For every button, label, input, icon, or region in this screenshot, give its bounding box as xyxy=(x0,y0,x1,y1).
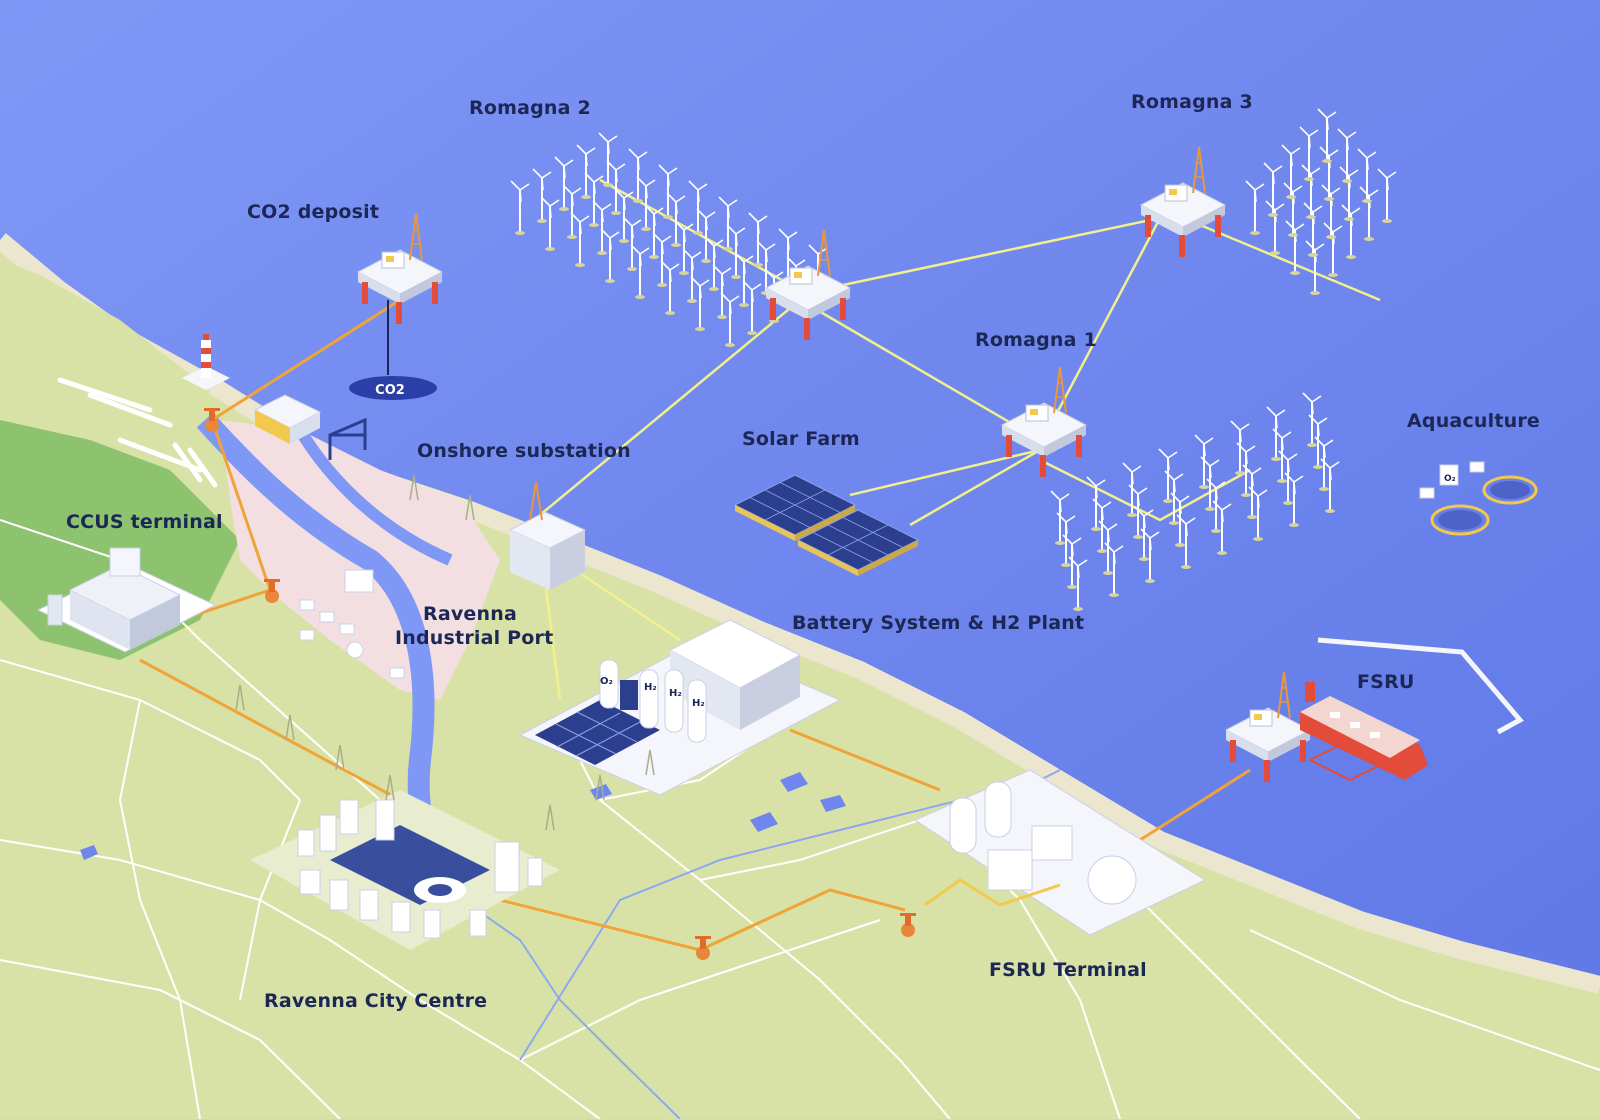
port-warehouse xyxy=(253,394,322,444)
north-spit xyxy=(0,260,210,420)
ravenna-city-centre-buildings xyxy=(250,790,560,950)
ponds xyxy=(80,772,846,860)
port-facilities xyxy=(299,569,405,679)
tank-mark-h2: H₂ xyxy=(692,698,705,709)
label-romagna-3: Romagna 3 xyxy=(1131,91,1253,113)
canal-branch xyxy=(294,426,453,566)
label-romagna-2: Romagna 2 xyxy=(469,97,591,119)
aquaculture-pens: O₂ xyxy=(1419,461,1538,536)
co2-reservoir xyxy=(349,376,437,400)
transmission-towers xyxy=(235,474,655,831)
battery-h2-plant: O₂ H₂ H₂ H₂ xyxy=(518,619,842,796)
aquaculture-mark: O₂ xyxy=(1444,474,1456,484)
label-romagna-1: Romagna 1 xyxy=(975,329,1097,351)
co2-badge: CO2 xyxy=(375,383,405,398)
label-ccus-terminal: CCUS terminal xyxy=(66,511,223,533)
label-fsru: FSRU xyxy=(1357,671,1415,693)
label-solar-farm: Solar Farm xyxy=(742,428,860,450)
pipelines xyxy=(139,298,1251,952)
breakwater xyxy=(1317,637,1524,735)
label-ravenna-industrial-port: Ravenna Industrial Port xyxy=(395,602,554,650)
label-ravenna-industrial-port-line1: Ravenna xyxy=(423,603,517,625)
port-crane xyxy=(328,417,367,460)
ccus-terminal-building xyxy=(36,547,217,653)
ship-icon xyxy=(1300,682,1428,782)
lighthouse-icon xyxy=(182,334,230,390)
label-battery-system-h2-plant: Battery System & H2 Plant xyxy=(792,612,1085,634)
tank-mark-h2: H₂ xyxy=(669,688,682,699)
label-co2-deposit: CO2 deposit xyxy=(247,201,380,223)
label-aquaculture: Aquaculture xyxy=(1407,410,1541,432)
port-piers xyxy=(57,377,218,488)
label-fsru-terminal: FSRU Terminal xyxy=(989,959,1147,981)
onshore-substation-building xyxy=(508,481,587,590)
power-cables xyxy=(538,178,1381,701)
fsru-terminal xyxy=(913,769,1207,936)
label-ravenna-industrial-port-line2: Industrial Port xyxy=(395,627,554,649)
label-ravenna-city-centre: Ravenna City Centre xyxy=(264,990,488,1012)
label-onshore-substation: Onshore substation xyxy=(417,440,631,462)
tank-mark-o2: O₂ xyxy=(600,676,613,687)
tank-mark-h2: H₂ xyxy=(644,682,657,693)
